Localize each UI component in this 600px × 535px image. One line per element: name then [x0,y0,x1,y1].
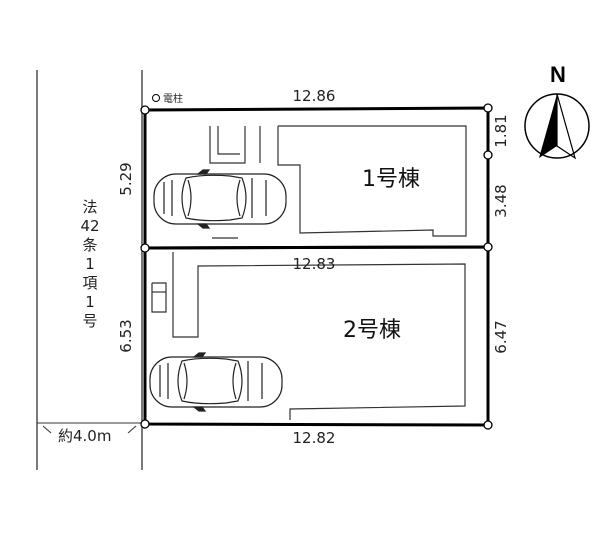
road-law-char: 1 [85,255,95,273]
road-law-char: 1 [85,293,95,311]
dimension-lot1-right-lower: 3.48 [492,184,510,217]
road-law-char: 法 [82,198,97,216]
road-law-char: 号 [82,312,97,330]
boundary-markers [140,103,493,430]
dimension-lot1-right-upper: 1.81 [492,114,510,147]
building-2-footprint [151,252,466,420]
north-arrow-icon [539,94,557,158]
building-1-footprint [209,125,467,239]
building-1-label: 1号棟 [362,167,420,192]
dimension-top: 12.86 [293,87,336,105]
dimension-bottom: 12.82 [293,429,336,447]
utility-pole-label: 電柱 [163,92,183,105]
road-law-label: 法 42 条 1 項 1 号 [80,198,99,330]
dimension-lot2-right: 6.47 [492,320,510,353]
dimension-lot2-left: 6.53 [117,319,135,352]
road-law-char: 項 [82,274,97,292]
north-compass: N [524,62,590,160]
road-width-label: 約4.0m [58,427,111,445]
car-icon [149,352,283,412]
road-law-char: 条 [82,236,97,254]
road-lines [36,70,143,470]
car-icon [153,169,287,229]
utility-pole-icon [152,94,160,102]
dimension-middle: 12.83 [293,255,336,273]
road-law-char: 42 [80,217,99,235]
north-label: N [550,62,566,87]
dimension-lot1-left: 5.29 [117,162,135,195]
building-2-label: 2号棟 [343,318,401,343]
